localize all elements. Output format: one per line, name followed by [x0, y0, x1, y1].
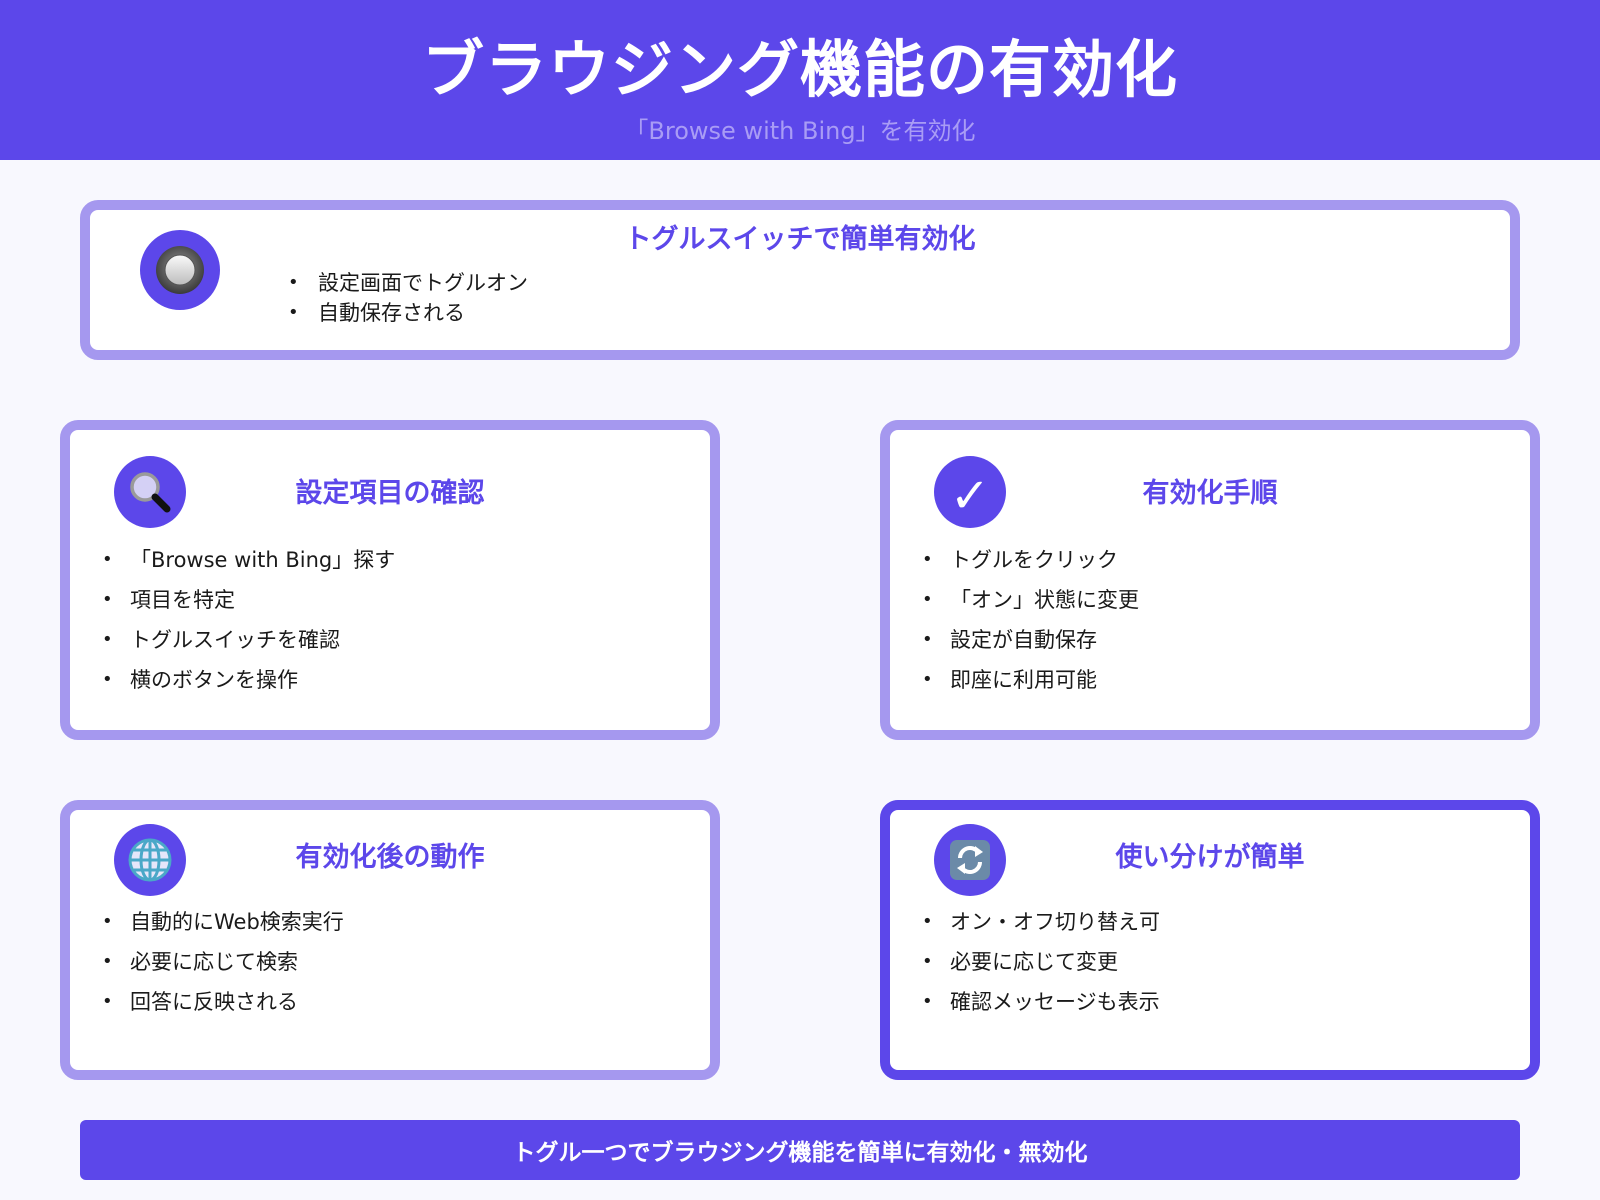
card-enable-steps: ✓ 有効化手順 トグルをクリック 「オン」状態に変更 設定が自動保存 即座に利用… — [880, 420, 1540, 740]
footer-text: トグル一つでブラウジング機能を簡単に有効化・無効化 — [512, 1140, 1088, 1166]
radio-button-icon — [140, 230, 220, 310]
footer-banner: トグル一つでブラウジング機能を簡単に有効化・無効化 — [80, 1120, 1520, 1180]
magnifying-glass-icon — [114, 456, 186, 528]
list-item: 「Browse with Bing」探す — [94, 540, 395, 580]
page-subtitle: 「Browse with Bing」を有効化 — [624, 117, 976, 145]
card-title: 有効化後の動作 — [295, 842, 485, 873]
list-item: 項目を特定 — [94, 580, 395, 620]
check-mark-icon: ✓ — [934, 456, 1006, 528]
card-toggle-summary: トグルスイッチで簡単有効化 設定画面でトグルオン 自動保存される — [80, 200, 1520, 360]
list-item: 自動的にWeb検索実行 — [94, 902, 344, 942]
bullet-list: オン・オフ切り替え可 必要に応じて変更 確認メッセージも表示 — [914, 902, 1160, 1022]
list-item: 設定が自動保存 — [914, 620, 1139, 660]
card-title: 使い分けが簡単 — [1115, 842, 1305, 873]
refresh-arrows-icon — [934, 824, 1006, 896]
card-title: トグルスイッチで簡単有効化 — [624, 224, 976, 255]
list-item: オン・オフ切り替え可 — [914, 902, 1160, 942]
list-item: 必要に応じて検索 — [94, 942, 344, 982]
list-item: 確認メッセージも表示 — [914, 982, 1160, 1022]
list-item: トグルスイッチを確認 — [94, 620, 395, 660]
list-item: 「オン」状態に変更 — [914, 580, 1139, 620]
bullet-list: トグルをクリック 「オン」状態に変更 設定が自動保存 即座に利用可能 — [914, 540, 1139, 700]
list-item: 設定画面でトグルオン — [280, 268, 528, 298]
list-item: 即座に利用可能 — [914, 660, 1139, 700]
card-settings-check: 設定項目の確認 「Browse with Bing」探す 項目を特定 トグルスイ… — [60, 420, 720, 740]
bullet-list: 自動的にWeb検索実行 必要に応じて検索 回答に反映される — [94, 902, 344, 1022]
bullet-list: 設定画面でトグルオン 自動保存される — [280, 268, 528, 328]
page-header: ブラウジング機能の有効化 「Browse with Bing」を有効化 — [0, 0, 1600, 160]
bullet-list: 「Browse with Bing」探す 項目を特定 トグルスイッチを確認 横の… — [94, 540, 395, 700]
card-title: 有効化手順 — [1142, 478, 1278, 509]
list-item: 横のボタンを操作 — [94, 660, 395, 700]
list-item: 回答に反映される — [94, 982, 344, 1022]
list-item: 自動保存される — [280, 298, 528, 328]
card-easy-switch: 使い分けが簡単 オン・オフ切り替え可 必要に応じて変更 確認メッセージも表示 — [880, 800, 1540, 1080]
list-item: トグルをクリック — [914, 540, 1139, 580]
card-title: 設定項目の確認 — [295, 478, 485, 509]
page-title: ブラウジング機能の有効化 — [421, 33, 1178, 106]
globe-icon — [114, 824, 186, 896]
card-after-enable: 有効化後の動作 自動的にWeb検索実行 必要に応じて検索 回答に反映される — [60, 800, 720, 1080]
list-item: 必要に応じて変更 — [914, 942, 1160, 982]
